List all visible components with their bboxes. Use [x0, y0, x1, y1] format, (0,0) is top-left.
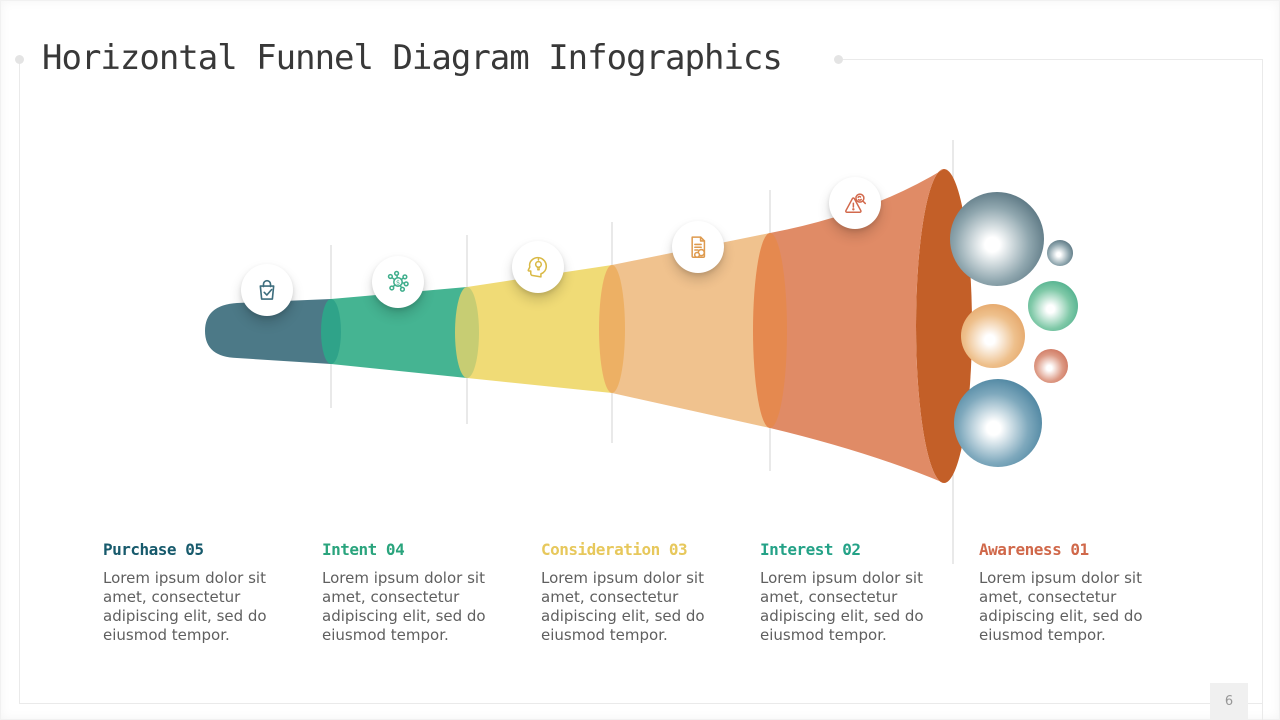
stage-description: Lorem ipsum dolor sit amet, consectetur …: [322, 569, 486, 644]
stage-description: Lorem ipsum dolor sit amet, consectetur …: [103, 569, 267, 644]
bubble-red: [1034, 349, 1068, 383]
stage-heading: Consideration 03: [541, 540, 688, 559]
money-network-icon: $: [372, 256, 424, 308]
stage-heading: Interest 02: [760, 540, 861, 559]
stage-descriptions: Purchase 05 Lorem ipsum dolor sit amet, …: [103, 540, 1179, 645]
stage-heading: Purchase 05: [103, 540, 204, 559]
stage-description: Lorem ipsum dolor sit amet, consectetur …: [979, 569, 1143, 644]
funnel-segment-consideration: [467, 265, 612, 393]
stage-description: Lorem ipsum dolor sit amet, consectetur …: [541, 569, 705, 644]
bubble-teal-large: [954, 379, 1042, 467]
invoice-coins-icon: [672, 221, 724, 273]
title-rule-dot: [834, 55, 843, 64]
funnel-cap-consideration: [455, 287, 479, 378]
idea-head-icon: [512, 241, 564, 293]
stage-consideration: Consideration 03 Lorem ipsum dolor sit a…: [541, 540, 741, 645]
bubble-slate-small: [1047, 240, 1073, 266]
funnel-segment-intent: [331, 287, 467, 378]
page-number: 6: [1224, 694, 1234, 709]
frame-line-right: [1262, 59, 1263, 720]
funnel-segment-awareness: [770, 169, 944, 483]
page-number-badge: 6: [1210, 683, 1248, 720]
bubble-slate-large: [950, 192, 1044, 286]
svg-text:$: $: [396, 278, 400, 286]
frame-line-left: [19, 59, 20, 704]
stage-heading: Intent 04: [322, 540, 405, 559]
stage-awareness: Awareness 01 Lorem ipsum dolor sit amet,…: [979, 540, 1179, 645]
funnel-cap-interest: [599, 265, 625, 393]
funnel-cap-intent: [321, 299, 341, 364]
title-rule-line: [843, 59, 1263, 60]
stage-interest: Interest 02 Lorem ipsum dolor sit amet, …: [760, 540, 960, 645]
bubble-green: [1028, 281, 1078, 331]
frame-line-bottom: [19, 703, 1263, 704]
warning-magnifier-icon: [829, 177, 881, 229]
shopping-bag-check-icon: [241, 264, 293, 316]
funnel-cap-awareness: [753, 233, 787, 428]
frame-dot-left: [15, 55, 24, 64]
bubble-orange: [961, 304, 1025, 368]
funnel-segment-interest: [612, 233, 770, 428]
stage-intent: Intent 04 Lorem ipsum dolor sit amet, co…: [322, 540, 522, 645]
stage-purchase: Purchase 05 Lorem ipsum dolor sit amet, …: [103, 540, 303, 645]
stage-description: Lorem ipsum dolor sit amet, consectetur …: [760, 569, 924, 644]
funnel-segment-purchase: [205, 299, 331, 364]
page-title: Horizontal Funnel Diagram Infographics: [42, 38, 783, 78]
stage-heading: Awareness 01: [979, 540, 1089, 559]
